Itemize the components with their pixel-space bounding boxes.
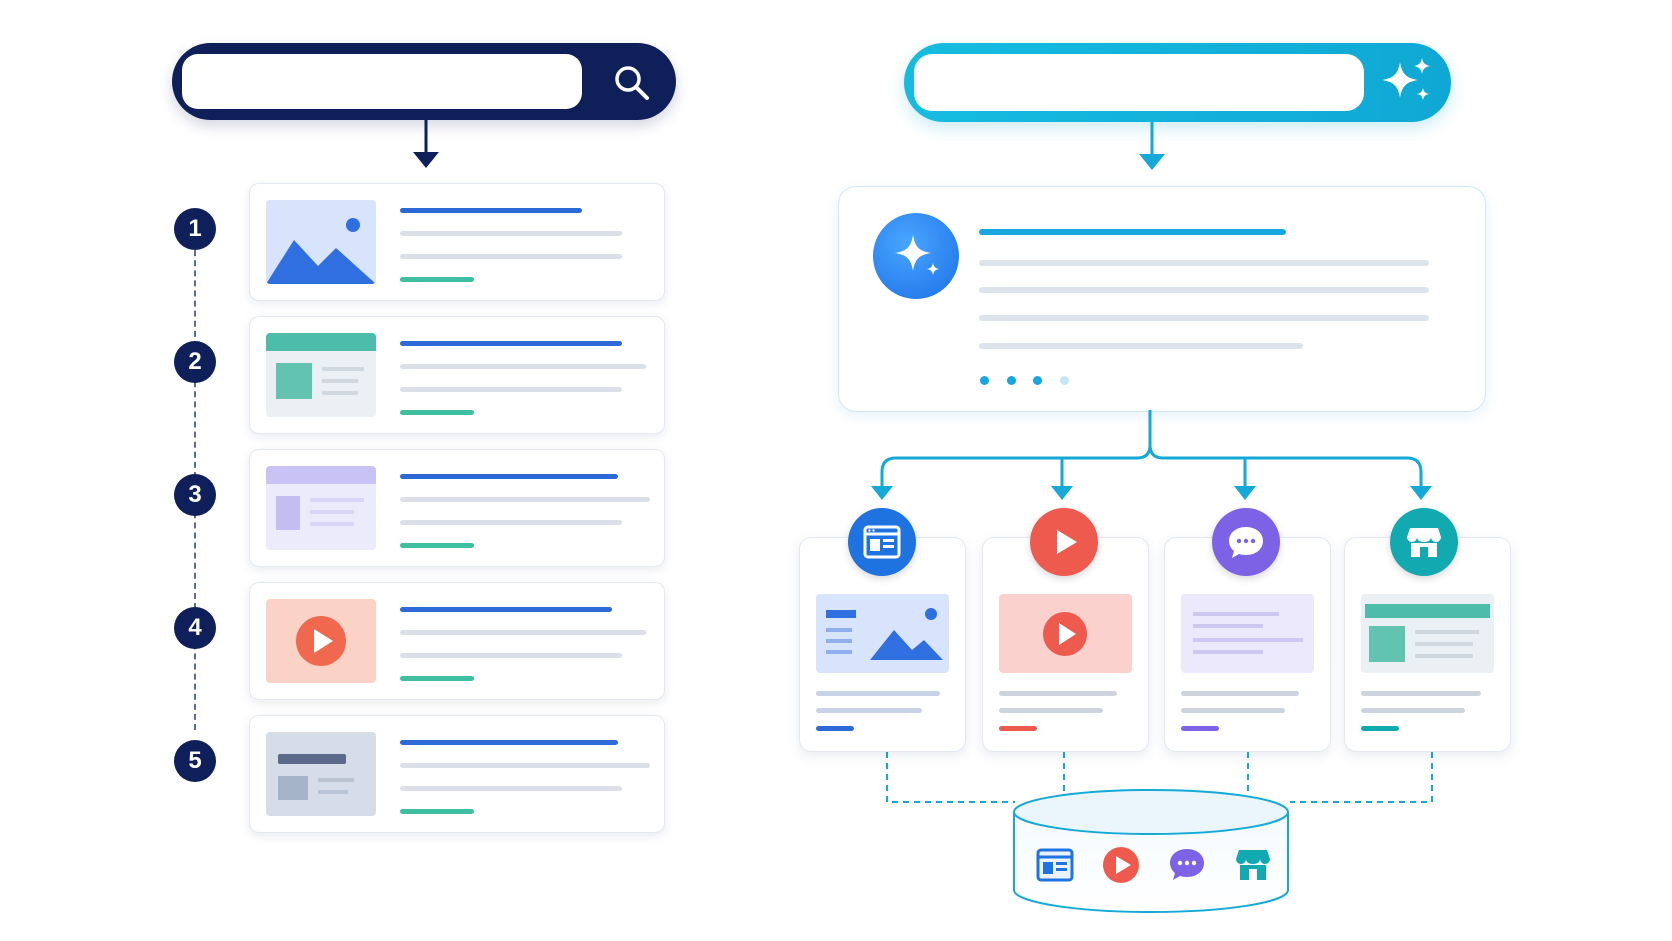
image-icon — [816, 594, 949, 673]
sparkle-icon — [895, 235, 939, 275]
source-text-line — [816, 691, 940, 696]
loading-dot — [1060, 376, 1069, 385]
flow-arrow-classic — [413, 120, 439, 168]
webpage-icon — [266, 333, 376, 417]
result-title-line — [400, 607, 612, 612]
source-card[interactable] — [1164, 537, 1331, 752]
source-url-line — [816, 726, 854, 731]
webpage-badge — [848, 508, 916, 576]
result-text-line — [400, 630, 646, 635]
index-content-icons — [1035, 845, 1273, 885]
source-text-line — [999, 691, 1117, 696]
source-text-line — [999, 708, 1103, 713]
rank-number: 1 — [174, 208, 216, 250]
search-result-card[interactable] — [249, 715, 665, 833]
result-text-line — [400, 231, 622, 236]
result-url-line — [400, 543, 474, 548]
ai-answer-avatar — [873, 213, 959, 299]
search-result-card[interactable] — [249, 582, 665, 700]
chat-bubble-icon — [1229, 527, 1263, 558]
source-url-line — [1181, 726, 1219, 731]
video-play-icon — [1057, 530, 1077, 554]
search-icon — [615, 66, 649, 100]
video-play-icon — [266, 599, 376, 683]
answer-text-line — [979, 315, 1429, 321]
loading-dot — [1007, 376, 1016, 385]
source-text-line — [816, 708, 922, 713]
result-text-line — [400, 763, 650, 768]
answer-text-line — [979, 287, 1429, 293]
rank-number: 3 — [174, 474, 216, 516]
result-title-line — [400, 341, 622, 346]
result-text-line — [400, 520, 622, 525]
flow-arrow-ai — [1139, 122, 1165, 170]
image-icon — [266, 200, 376, 284]
search-button[interactable] — [608, 59, 656, 107]
document-icon — [266, 732, 376, 816]
source-url-line — [999, 726, 1037, 731]
classic-search-bar — [172, 43, 676, 120]
result-url-line — [400, 277, 474, 282]
result-title-line — [400, 740, 618, 745]
chat-bubble-icon — [1170, 849, 1204, 880]
source-text-line — [1361, 708, 1465, 713]
search-result-card[interactable] — [249, 449, 665, 567]
webpage-icon — [863, 525, 901, 559]
ai-search-bar — [904, 43, 1451, 122]
webpage-icon — [1361, 594, 1494, 673]
loading-dot — [1033, 376, 1042, 385]
result-text-line — [400, 497, 650, 502]
answer-text-line — [979, 343, 1303, 349]
result-text-line — [400, 387, 622, 392]
result-text-line — [400, 254, 622, 259]
article-icon — [266, 466, 376, 550]
rank-number: 4 — [174, 607, 216, 649]
result-title-line — [400, 208, 582, 213]
result-url-line — [400, 410, 474, 415]
result-text-line — [400, 786, 622, 791]
ai-search-input[interactable] — [914, 54, 1364, 111]
store-icon — [1407, 528, 1441, 557]
index-database — [1013, 789, 1289, 913]
chat-badge — [1212, 508, 1280, 576]
webpage-icon — [1036, 848, 1074, 882]
store-badge — [1390, 508, 1458, 576]
article-icon — [1181, 594, 1314, 673]
video-play-icon — [1103, 847, 1139, 883]
result-title-line — [400, 474, 618, 479]
ai-search-button[interactable] — [1377, 55, 1437, 111]
store-icon — [1236, 850, 1270, 880]
video-play-icon — [999, 594, 1132, 673]
classic-search-input[interactable] — [182, 54, 582, 109]
source-url-line — [1361, 726, 1399, 731]
rank-number: 5 — [174, 740, 216, 782]
ai-answer-card — [838, 186, 1486, 412]
search-result-card[interactable] — [249, 316, 665, 434]
rank-number: 2 — [174, 341, 216, 383]
answer-text-line — [979, 260, 1429, 266]
video-badge — [1030, 508, 1098, 576]
result-text-line — [400, 653, 622, 658]
answer-heading-line — [979, 229, 1286, 235]
search-result-card[interactable] — [249, 183, 665, 301]
loading-dot — [980, 376, 989, 385]
result-text-line — [400, 364, 646, 369]
result-url-line — [400, 676, 474, 681]
source-text-line — [1181, 708, 1285, 713]
source-text-line — [1181, 691, 1299, 696]
source-text-line — [1361, 691, 1481, 696]
result-url-line — [400, 809, 474, 814]
sparkle-icon — [1382, 58, 1430, 100]
